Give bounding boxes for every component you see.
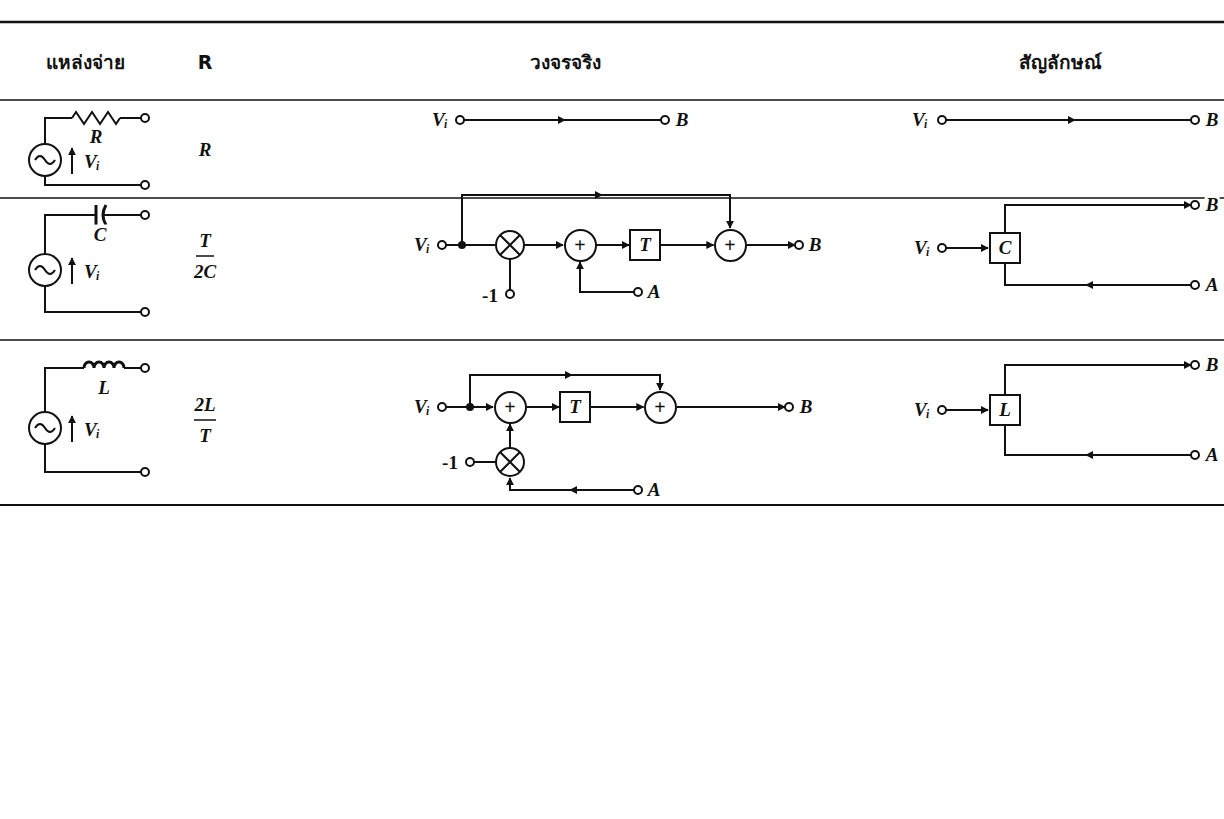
node-text: T <box>639 234 651 256</box>
signal-name: Vᵢ <box>431 110 449 131</box>
component-name: C <box>93 225 108 246</box>
delay-box: T <box>629 229 661 261</box>
fraction-denominator: T <box>198 426 212 447</box>
component-name: L <box>97 378 111 399</box>
inductor-block: L <box>989 394 1021 426</box>
component-name: R <box>89 127 104 148</box>
terminal-name: B <box>808 235 823 256</box>
terminal-name: B <box>1205 110 1220 131</box>
signal-name: Vᵢ <box>913 238 931 259</box>
signal-arrow <box>661 244 714 246</box>
signal-arrow <box>591 406 644 408</box>
node-text: T <box>569 396 581 418</box>
constant-value: -1 <box>441 453 459 474</box>
signal-name: Vᵢ <box>83 262 101 283</box>
column-header: แหล่งจ่าย <box>45 52 126 73</box>
terminal-name: B <box>675 110 690 131</box>
fraction-denominator: 2C <box>193 262 217 283</box>
constant-value: -1 <box>481 286 499 307</box>
signal-name: Vᵢ <box>913 400 931 421</box>
signal-name: Vᵢ <box>413 397 431 418</box>
delay-box: T <box>559 391 591 423</box>
signal-name: Vᵢ <box>83 152 101 173</box>
signal-name: Vᵢ <box>911 110 929 131</box>
terminal-name: A <box>647 282 662 303</box>
terminal-name: A <box>647 480 662 501</box>
node-text: + <box>504 396 515 419</box>
terminal-name: B <box>799 397 814 418</box>
terminal-name: B <box>1205 355 1220 376</box>
node-text: L <box>999 399 1011 421</box>
resistance-value: R <box>198 140 213 161</box>
fraction-numerator: T <box>198 231 212 252</box>
node-text: + <box>724 234 735 257</box>
node-text: + <box>654 396 665 419</box>
column-header: R <box>197 52 214 73</box>
signal-name: Vᵢ <box>83 420 101 441</box>
adder-circle: + <box>644 391 677 424</box>
capacitor-block: C <box>989 232 1021 264</box>
terminal-name: A <box>1205 445 1220 466</box>
adder-circle: + <box>714 229 747 262</box>
adder-circle: + <box>564 229 597 262</box>
terminal-name: A <box>1205 275 1220 296</box>
fraction-numerator: 2L <box>193 395 216 416</box>
node-text: C <box>999 237 1012 259</box>
signal-name: Vᵢ <box>413 235 431 256</box>
node-text: + <box>574 234 585 257</box>
adder-circle: + <box>494 391 527 424</box>
terminal-name: B <box>1205 195 1220 216</box>
column-header: วงจรจริง <box>529 52 602 73</box>
signal-arrow <box>527 406 560 408</box>
signal-arrow <box>597 244 630 246</box>
column-header: สัญลักษณ์ <box>1018 52 1103 73</box>
